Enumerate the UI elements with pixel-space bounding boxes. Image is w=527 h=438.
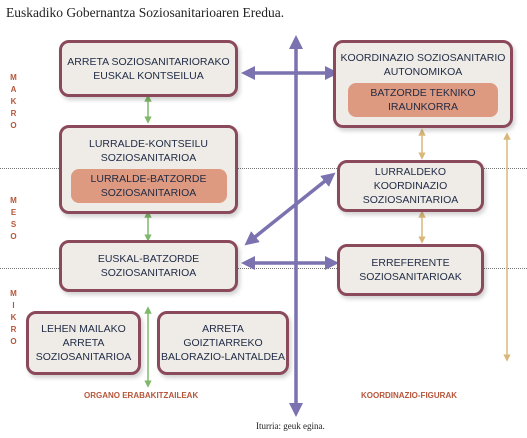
box-label: LURRALDE-KONTSEILU SOZIOSANITARIOA xyxy=(88,137,209,164)
level-divider xyxy=(0,168,527,169)
diagram-title: Euskadiko Gobernantza Soziosanitarioaren… xyxy=(6,5,285,20)
box-label: ARRETA GOIZTIARREKO BALORAZIO-LANTALDEA xyxy=(160,323,286,363)
box-label: LEHEN MAILAKO ARRETA SOZIOSANITARIOA xyxy=(35,323,132,363)
box-label: LURRALDEKO KOORDINAZIO SOZIOSANITARIOA xyxy=(362,166,459,206)
box-lurraldeko-koordinazio: LURRALDEKO KOORDINAZIO SOZIOSANITARIOA xyxy=(337,160,484,212)
box-label: ARRETA SOZIOSANITARIORAKO EUSKAL KONTSEI… xyxy=(67,55,230,82)
box-label: ERREFERENTE SOZIOSANITARIOAK xyxy=(359,257,462,283)
box-label: EUSKAL-BATZORDE SOZIOSANITARIOA xyxy=(97,253,200,279)
box-euskal-batzorde: EUSKAL-BATZORDE SOZIOSANITARIOA xyxy=(59,240,238,292)
box-lehen-mailako: LEHEN MAILAKO ARRETA SOZIOSANITARIOA xyxy=(26,311,141,375)
footer-left-label: ORGANO ERABAKITZAILEAK xyxy=(84,391,199,400)
sub-box-lurralde-batzorde: LURRALDE-BATZORDE SOZIOSANITARIOA xyxy=(70,168,227,203)
box-goiztiarreko: ARRETA GOIZTIARREKO BALORAZIO-LANTALDEA xyxy=(157,311,289,375)
source-note: Iturria: geuk egina. xyxy=(256,421,325,431)
box-label: KOORDINAZIO SOZIOSANITARIO AUTONOMIKOA xyxy=(340,52,506,78)
level-label-meso: M E S O xyxy=(10,196,18,241)
sub-box-batzorde-tekniko: BATZORDE TEKNIKO IRAUNKORRA xyxy=(348,83,498,117)
level-label-makro: M A K R O xyxy=(10,73,18,130)
level-label-mikro: M I K R O xyxy=(10,289,18,346)
box-koordinazio-autonomikoa: KOORDINAZIO SOZIOSANITARIO AUTONOMIKOA B… xyxy=(333,40,513,128)
footer-right-label: KOORDINAZIO-FIGURAK xyxy=(361,391,457,400)
box-erreferente: ERREFERENTE SOZIOSANITARIOAK xyxy=(337,244,484,296)
diagonal-link-arrow xyxy=(244,172,336,246)
box-lurralde-kontseilu: LURRALDE-KONTSEILU SOZIOSANITARIOA LURRA… xyxy=(59,125,238,214)
box-arreta-kontseilua: ARRETA SOZIOSANITARIORAKO EUSKAL KONTSEI… xyxy=(59,40,238,97)
